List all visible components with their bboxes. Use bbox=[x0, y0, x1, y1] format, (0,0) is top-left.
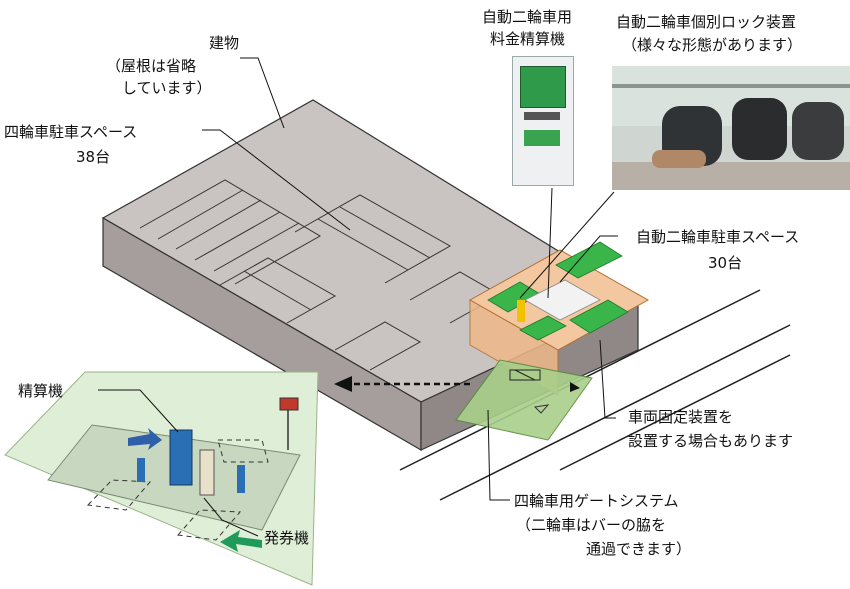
label-pay-machine-title: 料金精算機 bbox=[490, 30, 566, 48]
gate-triangle-icon bbox=[533, 404, 550, 414]
green-arrow-icon bbox=[220, 530, 262, 552]
gate-post-icon bbox=[237, 465, 245, 493]
label-moto-count: 30台 bbox=[708, 254, 743, 272]
label-lock-device-note: （様々な形態があります） bbox=[622, 36, 803, 54]
road-line bbox=[559, 354, 791, 471]
gate-arrow-icon bbox=[570, 382, 580, 392]
label-lock-device-title: 自動二輪車個別ロック装置 bbox=[616, 13, 797, 31]
label-seisanki: 精算機 bbox=[18, 382, 64, 400]
label-moto-space: 自動二輪車駐車スペース bbox=[636, 228, 800, 246]
moto-pay-machine-marker bbox=[517, 300, 525, 322]
label-building-note: （屋根は省略 bbox=[106, 57, 197, 75]
moto-area-center bbox=[524, 279, 601, 321]
hakkenki-icon bbox=[199, 449, 215, 496]
gate-device bbox=[509, 369, 541, 381]
label-fixing-device: 車両固定装置を bbox=[628, 408, 734, 426]
moto-pay-machine-image bbox=[512, 56, 574, 186]
inset-markings bbox=[86, 439, 269, 541]
road-line bbox=[439, 324, 791, 501]
car-parking-bays bbox=[139, 179, 502, 371]
label-gate-note: 通過できます） bbox=[586, 540, 692, 558]
gate-post-icon bbox=[137, 458, 145, 482]
label-building-note: しています） bbox=[122, 79, 212, 97]
leader-lines bbox=[98, 57, 618, 537]
dashed-arrow-head bbox=[334, 376, 352, 392]
label-car-space: 四輪車駐車スペース bbox=[4, 123, 138, 141]
seisanki-icon bbox=[169, 429, 193, 486]
label-hakkenki: 発券機 bbox=[264, 529, 310, 547]
label-car-count: 38台 bbox=[76, 148, 111, 166]
label-pay-machine-title: 自動二輪車用 bbox=[482, 8, 573, 26]
label-gate-note: （二輪車はバーの脇を bbox=[516, 516, 667, 534]
lock-device-photo bbox=[612, 66, 850, 190]
label-fixing-device: 設置する場合もあります bbox=[628, 432, 794, 450]
label-building: 建物 bbox=[208, 34, 239, 52]
blue-arrow-icon bbox=[128, 428, 162, 450]
label-gate-system: 四輪車用ゲートシステム bbox=[514, 492, 679, 510]
gate-panel bbox=[455, 359, 593, 441]
sign-icon bbox=[279, 397, 299, 411]
